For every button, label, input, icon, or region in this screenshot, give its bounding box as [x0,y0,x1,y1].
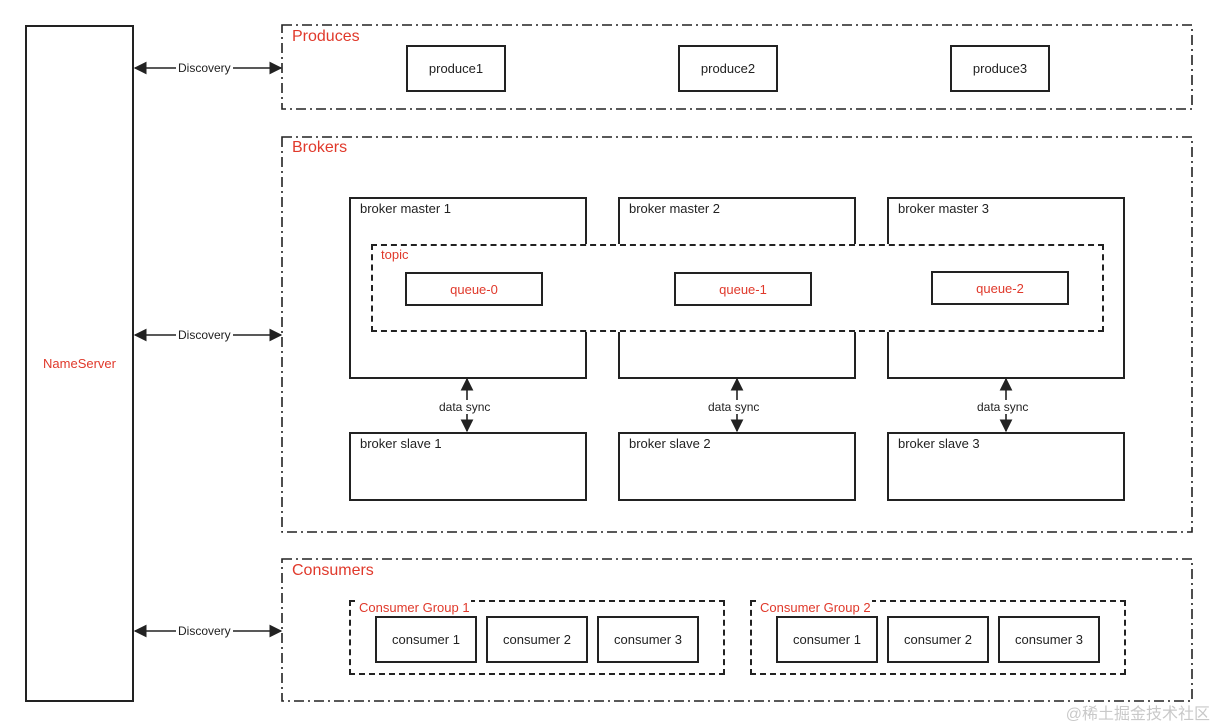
broker-master-label-1: broker master 1 [360,201,452,216]
broker-slave-label-2: broker slave 2 [629,436,711,451]
nameserver-box: NameServer [25,25,134,702]
consumer-label-g2-3: consumer 3 [1015,632,1083,647]
discovery-label-consumers: Discovery [176,624,233,638]
consumer-group-title-1: Consumer Group 1 [358,600,471,615]
broker-slave-1: broker slave 1 [349,432,587,501]
broker-master-label-3: broker master 3 [898,201,990,216]
nameserver-label: NameServer [43,356,116,371]
brokers-frame [281,136,1193,533]
queue-label-0: queue-0 [450,281,498,297]
brokers-title: Brokers [292,139,348,156]
consumer-group-1 [349,600,725,675]
broker-slave-label-1: broker slave 1 [360,436,442,451]
consumer-label-g1-1: consumer 1 [392,632,460,647]
consumer-group-2 [750,600,1126,675]
consumer-box-g1-2: consumer 2 [486,616,588,663]
discovery-label-brokers: Discovery [176,328,233,342]
broker-slave-3: broker slave 3 [887,432,1125,501]
consumer-box-g2-3: consumer 3 [998,616,1100,663]
queue-box-2: queue-2 [931,271,1069,305]
consumer-label-g1-3: consumer 3 [614,632,682,647]
broker-slave-2: broker slave 2 [618,432,856,501]
queue-label-2: queue-2 [976,280,1024,296]
consumers-frame [281,558,1193,702]
consumer-box-g1-1: consumer 1 [375,616,477,663]
queue-box-1: queue-1 [674,272,812,306]
watermark-text: @稀土掘金技术社区 [1065,706,1210,723]
topic-label: topic [381,247,409,262]
consumer-label-g2-2: consumer 2 [904,632,972,647]
consumers-title: Consumers [292,562,374,579]
producer-box-1: produce1 [406,45,506,92]
produces-title: Produces [292,28,360,45]
consumer-label-g2-1: consumer 1 [793,632,861,647]
consumer-label-g1-2: consumer 2 [503,632,571,647]
queue-label-1: queue-1 [719,281,767,297]
consumer-box-g2-1: consumer 1 [776,616,878,663]
consumer-box-g2-2: consumer 2 [887,616,989,663]
sync-label-1: data sync [437,400,493,414]
sync-label-2: data sync [706,400,762,414]
broker-master-label-2: broker master 2 [629,201,721,216]
sync-label-3: data sync [975,400,1031,414]
producer-label-2: produce2 [700,61,756,76]
consumer-group-title-2: Consumer Group 2 [759,600,872,615]
queue-box-0: queue-0 [405,272,543,306]
producer-label-1: produce1 [428,61,484,76]
broker-slave-label-3: broker slave 3 [898,436,980,451]
discovery-label-produces: Discovery [176,61,233,75]
producer-box-3: produce3 [950,45,1050,92]
producer-label-3: produce3 [972,61,1028,76]
consumer-box-g1-3: consumer 3 [597,616,699,663]
producer-box-2: produce2 [678,45,778,92]
